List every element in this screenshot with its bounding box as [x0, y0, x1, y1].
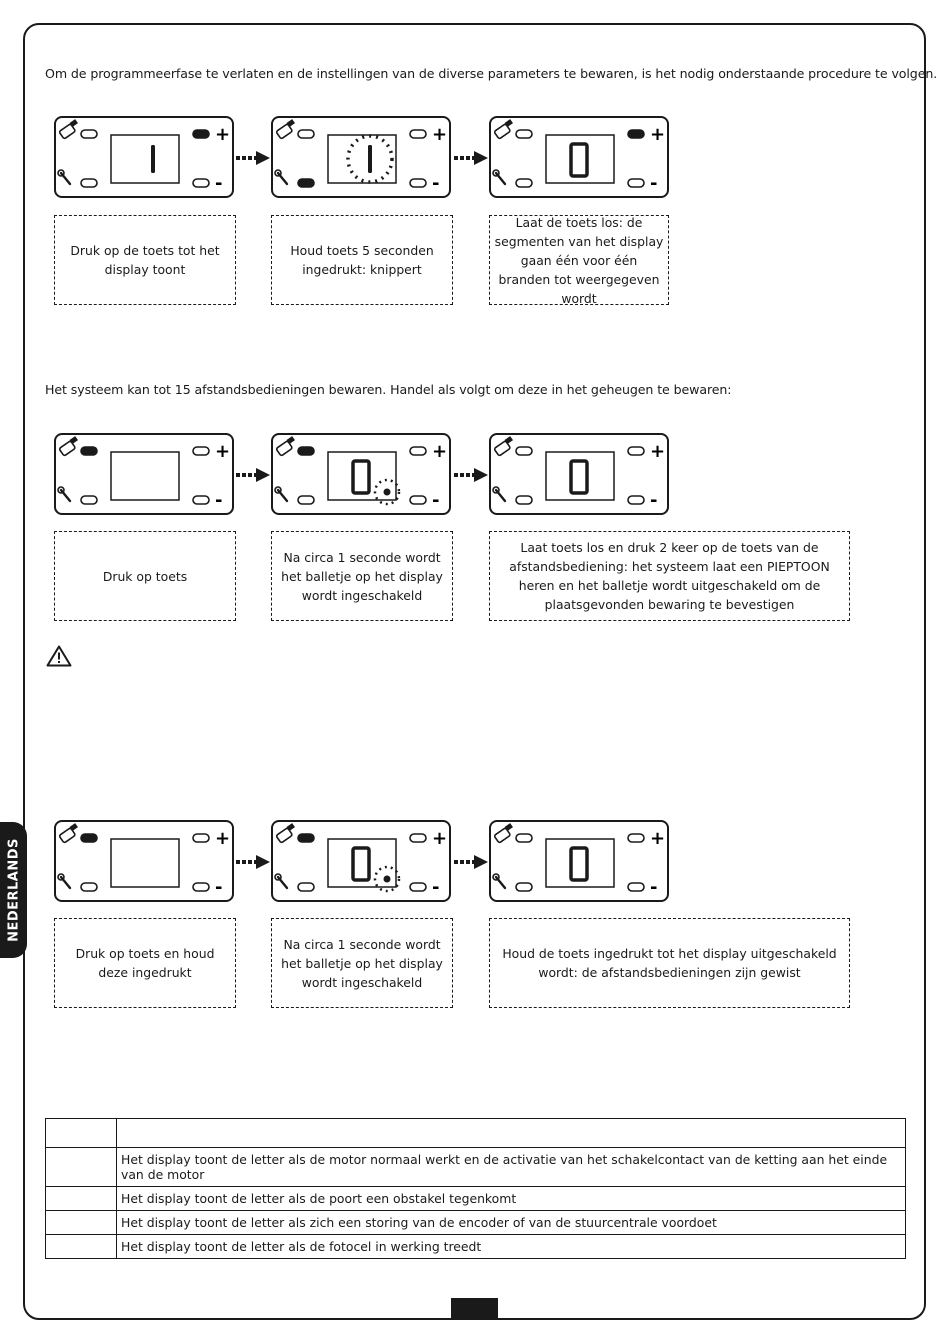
control-panel-3b: + -	[271, 820, 451, 902]
step-caption-1c: Laat de toets los: de segmenten van het …	[489, 215, 669, 306]
wrench-icon	[274, 169, 289, 186]
table-cell: Het display toont de letter als zich een…	[116, 1210, 906, 1235]
step-caption-2b: Na circa 1 seconde wordt het balletje op…	[271, 531, 453, 621]
page-number-tab	[451, 1298, 498, 1320]
wrench-icon	[274, 873, 289, 890]
svg-text:+: +	[432, 828, 447, 849]
wrench-icon	[492, 169, 507, 186]
intro-text-2: Het systeem kan tot 15 afstandsbediening…	[45, 382, 732, 397]
arrow-right-icon	[236, 468, 270, 482]
svg-text:-: -	[215, 877, 222, 898]
table-cell: Het display toont de letter als de fotoc…	[116, 1234, 906, 1259]
remote-icon	[275, 119, 295, 140]
svg-text:+: +	[650, 124, 665, 145]
remote-icon	[58, 119, 78, 140]
svg-text:+: +	[432, 441, 447, 462]
table-cell: Het display toont de letter als de poort…	[116, 1186, 906, 1211]
step-caption-3a: Druk op toets en houd deze ingedrukt	[54, 918, 236, 1008]
svg-text:-: -	[650, 173, 657, 194]
control-panel-1a: + -	[54, 116, 234, 198]
remote-icon	[275, 823, 295, 844]
control-panel-2a: + -	[54, 433, 234, 515]
language-tab: NEDERLANDS	[0, 822, 27, 958]
remote-icon	[493, 119, 513, 140]
control-panel-3c: + -	[489, 820, 669, 902]
warning-icon	[46, 645, 72, 667]
svg-text:-: -	[432, 173, 439, 194]
wrench-icon	[274, 486, 289, 503]
control-panel-2c: + -	[489, 433, 669, 515]
arrow-right-icon	[454, 151, 488, 165]
intro-text-1: Om de programmeerfase te verlaten en de …	[45, 66, 938, 81]
remote-icon	[493, 823, 513, 844]
table-row: Het display toont de letter als de fotoc…	[45, 1234, 906, 1259]
step-caption-1b: Houd toets 5 seconden ingedrukt: knipper…	[271, 215, 453, 305]
table-row: Het display toont de letter als de poort…	[45, 1186, 906, 1211]
step-caption-3b: Na circa 1 seconde wordt het balletje op…	[271, 918, 453, 1008]
table-row: Het display toont de letter als de motor…	[45, 1147, 906, 1187]
arrow-right-icon	[454, 855, 488, 869]
wrench-icon	[57, 486, 72, 503]
svg-text:+: +	[215, 441, 230, 462]
table-cell: Het display toont de letter als de motor…	[116, 1147, 906, 1187]
svg-text:-: -	[432, 877, 439, 898]
svg-text:-: -	[215, 490, 222, 511]
control-panel-1c: + -	[489, 116, 669, 198]
table-row	[45, 1118, 906, 1148]
svg-text:+: +	[650, 828, 665, 849]
svg-text:-: -	[432, 490, 439, 511]
display-letter-table: Het display toont de letter als de motor…	[45, 1118, 906, 1259]
step-caption-3c: Houd de toets ingedrukt tot het display …	[489, 918, 850, 1008]
svg-text:-: -	[650, 877, 657, 898]
wrench-icon	[57, 169, 72, 186]
remote-icon	[275, 436, 295, 457]
svg-text:-: -	[650, 490, 657, 511]
remote-icon	[493, 436, 513, 457]
wrench-icon	[57, 873, 72, 890]
svg-text:+: +	[215, 828, 230, 849]
remote-icon	[58, 823, 78, 844]
control-panel-3a: + -	[54, 820, 234, 902]
arrow-right-icon	[236, 151, 270, 165]
step-caption-1a: Druk op de toets tot het display toont	[54, 215, 236, 305]
svg-text:+: +	[432, 124, 447, 145]
remote-icon	[58, 436, 78, 457]
control-panel-2b: + -	[271, 433, 451, 515]
control-panel-1b: + -	[271, 116, 451, 198]
arrow-right-icon	[236, 855, 270, 869]
svg-text:+: +	[650, 441, 665, 462]
svg-text:-: -	[215, 173, 222, 194]
wrench-icon	[492, 486, 507, 503]
step-caption-2a: Druk op toets	[54, 531, 236, 621]
wrench-icon	[492, 873, 507, 890]
svg-text:+: +	[215, 124, 230, 145]
step-caption-2c: Laat toets los en druk 2 keer op de toet…	[489, 531, 850, 621]
table-row: Het display toont de letter als zich een…	[45, 1210, 906, 1235]
arrow-right-icon	[454, 468, 488, 482]
